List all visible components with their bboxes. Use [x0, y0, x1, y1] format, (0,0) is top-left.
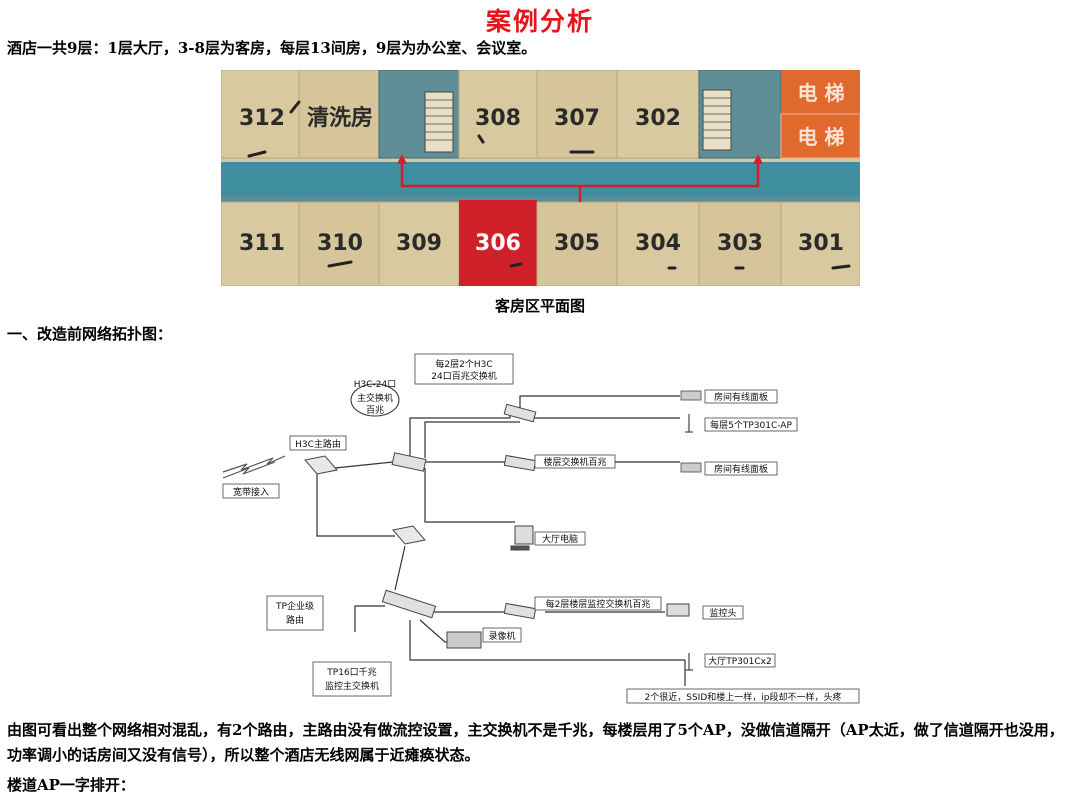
room-312: 312 — [239, 106, 285, 131]
camera-label: 监控头 — [709, 607, 736, 619]
room-302: 302 — [635, 106, 681, 131]
room-304: 304 — [635, 231, 681, 256]
elevator-1: 电 梯 — [798, 81, 845, 105]
tp-router-label-2: 路由 — [286, 614, 304, 626]
section-heading-before: 一、改造前网络拓扑图： — [7, 325, 173, 343]
floor-switch-label-1: 每2层2个H3C — [435, 358, 492, 370]
tp-switch-label-1: TP16口千兆 — [326, 667, 376, 678]
floor-switch-100m-label: 楼层交换机百兆 — [543, 456, 606, 468]
ap-floor-label: 每层5个TP301C-AP — [710, 419, 792, 431]
h3c-router-label: H3C主路由 — [295, 438, 341, 450]
room-307: 307 — [554, 106, 600, 131]
room-311: 311 — [239, 231, 285, 256]
broadband-label: 宽带接入 — [233, 486, 269, 498]
page-title: 案例分析 — [485, 7, 594, 36]
room-309: 309 — [396, 231, 442, 256]
monitor-floor-switch-label: 每2层楼层监控交换机百兆 — [546, 598, 651, 610]
main-switch-label-2: 主交换机 — [357, 392, 393, 404]
room-306: 306 — [475, 231, 521, 256]
recorder-label: 录像机 — [488, 630, 515, 642]
panel-label-2: 房间有线面板 — [714, 463, 768, 475]
room-305: 305 — [554, 231, 600, 256]
main-switch-label-3: 百兆 — [366, 405, 384, 416]
room-303: 303 — [717, 231, 763, 256]
room-laundry: 清洗房 — [307, 105, 373, 131]
room-310: 310 — [317, 231, 363, 256]
network-topology-diagram: 每2层2个H3C 24口百兆交换机 H3C-24口 主交换机 百兆 H3C主路由… — [222, 353, 860, 704]
elevator-2: 电 梯 — [798, 125, 845, 149]
tp-switch-label-2: 监控主交换机 — [325, 680, 379, 692]
floor-switch-label-2: 24口百兆交换机 — [431, 370, 496, 382]
lobby-ap-label: 大厅TP301Cx2 — [708, 655, 771, 667]
room-308: 308 — [475, 106, 521, 131]
panel-label-1: 房间有线面板 — [714, 391, 768, 403]
section-heading-lobby-ap: 楼道AP一字排开： — [7, 776, 135, 794]
main-switch-label-1: H3C-24口 — [354, 380, 396, 390]
floor-plan: 312 清洗房 308 307 302 311 310 309 306 305 … — [221, 70, 860, 286]
room-301: 301 — [798, 231, 844, 256]
intro-text: 酒店一共9层：1层大厅，3-8层为客房，每层13间房，9层为办公室、会议室。 — [7, 39, 537, 57]
analysis-paragraph: 由图可看出整个网络相对混乱，有2个路由，主路由没有做流控设置，主交换机不是千兆，… — [7, 721, 1064, 764]
tp-router-label-1: TP企业级 — [275, 600, 314, 612]
floor-plan-caption: 客房区平面图 — [494, 297, 585, 315]
lobby-pc-label: 大厅电脑 — [542, 533, 578, 545]
ap-note-label: 2个很近，SSID和楼上一样，ip段却不一样，头疼 — [645, 691, 842, 703]
